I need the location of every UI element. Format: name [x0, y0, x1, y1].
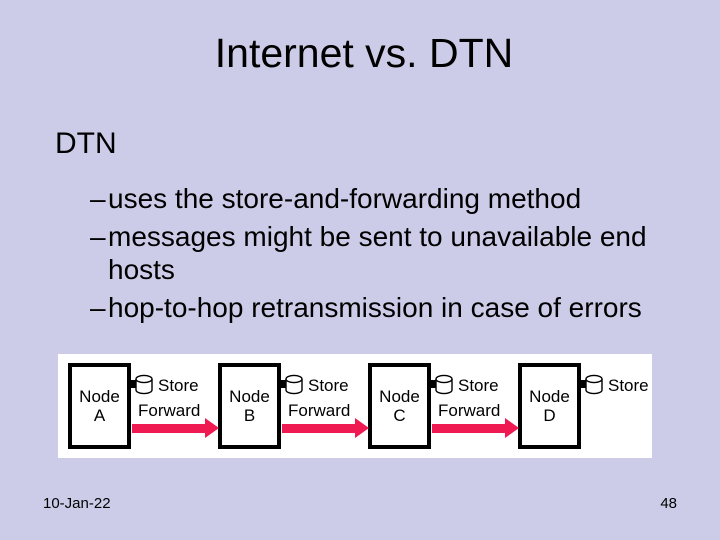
bullet-list: – uses the store-and-forwarding method –…: [90, 182, 655, 329]
forward-label: Forward: [138, 401, 201, 420]
page-number: 48: [660, 495, 677, 512]
forward-arrow: [432, 417, 519, 439]
node-letter: A: [93, 406, 106, 425]
bullet-item: – hop-to-hop retransmission in case of e…: [90, 291, 655, 324]
connector-nub: [128, 380, 136, 388]
bullet-text: messages might be sent to unavailable en…: [108, 221, 647, 285]
node-box-d: Node D: [518, 363, 581, 449]
node-box-b: Node B: [218, 363, 281, 449]
arrow-shaft: [132, 424, 207, 433]
store-label: Store: [308, 376, 349, 395]
node-word: Node: [79, 387, 120, 406]
node-word: Node: [229, 387, 270, 406]
arrow-head: [205, 418, 219, 438]
store-forward-diagram: Node A Node B Node C Node D Store: [58, 354, 652, 458]
footer-date: 10-Jan-22: [43, 495, 111, 512]
forward-arrow: [282, 417, 369, 439]
connector-nub: [578, 380, 586, 388]
forward-arrow: [132, 417, 219, 439]
node-word: Node: [379, 387, 420, 406]
connector-nub: [428, 380, 436, 388]
node-word: Node: [529, 387, 570, 406]
node-box-a: Node A: [68, 363, 131, 449]
disk-icon: [135, 374, 153, 395]
disk-icon: [285, 374, 303, 395]
disk-icon: [435, 374, 453, 395]
node-letter: D: [543, 406, 556, 425]
node-letter: C: [393, 406, 406, 425]
forward-label: Forward: [288, 401, 351, 420]
store-label: Store: [158, 376, 199, 395]
arrow-head: [505, 418, 519, 438]
section-heading: DTN: [55, 127, 117, 160]
store-label: Store: [608, 376, 649, 395]
bullet-dash: –: [90, 221, 106, 252]
bullet-dash: –: [90, 183, 106, 214]
store-label: Store: [458, 376, 499, 395]
bullet-item: – messages might be sent to unavailable …: [90, 220, 655, 286]
bullet-item: – uses the store-and-forwarding method: [90, 182, 655, 215]
disk-icon: [585, 374, 603, 395]
connector-nub: [278, 380, 286, 388]
node-letter: B: [243, 406, 256, 425]
slide-title: Internet vs. DTN: [214, 30, 514, 76]
bullet-text: hop-to-hop retransmission in case of err…: [108, 292, 642, 323]
arrow-shaft: [282, 424, 357, 433]
arrow-head: [355, 418, 369, 438]
forward-label: Forward: [438, 401, 501, 420]
arrow-shaft: [432, 424, 507, 433]
node-box-c: Node C: [368, 363, 431, 449]
bullet-dash: –: [90, 292, 106, 323]
bullet-text: uses the store-and-forwarding method: [108, 183, 582, 214]
